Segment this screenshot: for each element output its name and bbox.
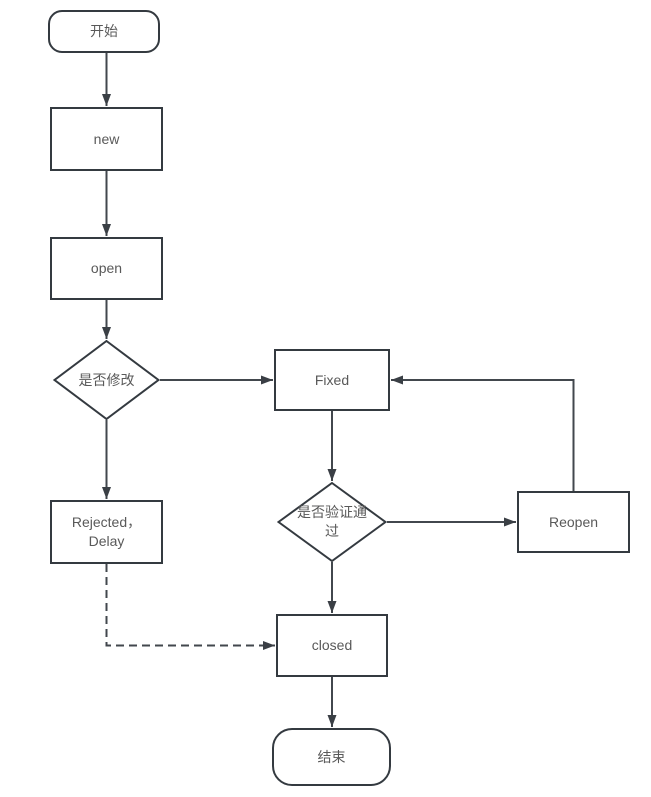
- node-fixed[interactable]: Fixed: [274, 349, 390, 411]
- node-reopen[interactable]: Reopen: [517, 491, 630, 553]
- node-decision-verify-label: 是否验证通过: [297, 504, 367, 539]
- node-start-label: 开始: [90, 23, 118, 39]
- node-end[interactable]: 结束: [272, 728, 391, 786]
- node-new[interactable]: new: [50, 107, 163, 171]
- node-start[interactable]: 开始: [48, 10, 160, 53]
- node-decision-modify[interactable]: 是否修改: [53, 340, 160, 420]
- node-end-label: 结束: [317, 748, 346, 765]
- diamond-shape: [53, 340, 160, 420]
- node-closed[interactable]: closed: [276, 614, 388, 677]
- node-decision-modify-label: 是否修改: [78, 371, 135, 388]
- node-rejected-delay[interactable]: Rejected， Delay: [50, 500, 163, 564]
- diamond-shape: [277, 482, 387, 562]
- node-new-label: new: [93, 130, 120, 147]
- node-rejected-delay-label: Rejected， Delay: [71, 514, 142, 549]
- node-open[interactable]: open: [50, 237, 163, 300]
- node-open-label: open: [90, 260, 123, 276]
- node-reopen-label: Reopen: [548, 513, 599, 530]
- edge-reopen-to-fixed[interactable]: [391, 375, 575, 491]
- node-closed-label: closed: [311, 637, 353, 653]
- node-fixed-label: Fixed: [314, 371, 350, 388]
- edge-rejected-to-closed-dashed[interactable]: [105, 564, 276, 650]
- node-decision-verify[interactable]: 是否验证通过: [277, 482, 387, 562]
